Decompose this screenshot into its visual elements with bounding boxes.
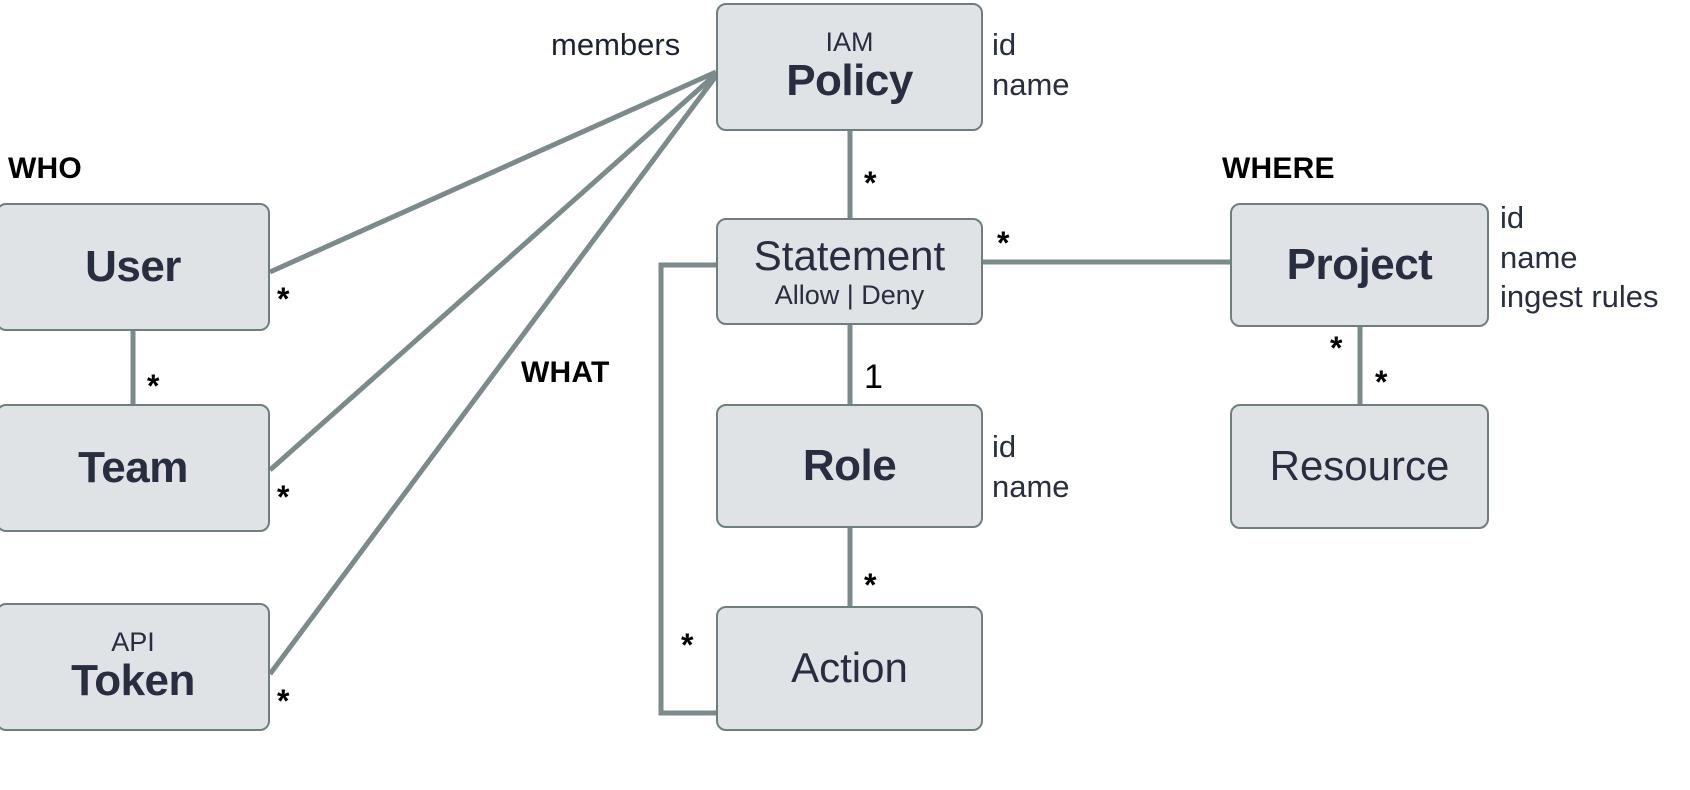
attrs-project-1: name [1500, 239, 1578, 275]
node-statement-title: Statement [753, 231, 946, 279]
attrs-policy: id name [992, 25, 1070, 104]
node-iam-policy[interactable]: IAM Policy [716, 3, 983, 131]
node-api-token-subtitle: API [111, 627, 155, 658]
node-team[interactable]: Team [0, 404, 270, 532]
edge-label-members: members [551, 27, 681, 62]
group-label-what: WHAT [521, 356, 610, 389]
edge-team-policy [268, 72, 718, 472]
mult-statement-project: * [997, 225, 1010, 261]
mult-project-resource-a: * [1330, 330, 1343, 366]
node-api-token[interactable]: API Token [0, 603, 270, 731]
node-role[interactable]: Role [716, 404, 983, 528]
attrs-policy-1: name [992, 66, 1070, 102]
node-team-title: Team [78, 442, 188, 492]
attrs-role: id name [992, 427, 1070, 506]
mult-team-policy: * [277, 479, 290, 515]
node-project[interactable]: Project [1230, 203, 1489, 327]
node-project-title: Project [1286, 239, 1433, 289]
mult-policy-statement: * [864, 165, 877, 201]
node-action[interactable]: Action [716, 606, 983, 731]
attrs-policy-0: id [992, 27, 1017, 62]
node-iam-policy-title: Policy [786, 56, 913, 106]
mult-statement-role: 1 [864, 358, 883, 396]
edge-token-policy [267, 74, 719, 676]
mult-role-action: * [864, 567, 877, 603]
node-user[interactable]: User [0, 203, 270, 331]
mult-user-team: * [147, 368, 160, 404]
attrs-role-1: name [992, 468, 1070, 504]
node-statement[interactable]: Statement Allow | Deny [716, 218, 983, 325]
node-resource-title: Resource [1269, 442, 1450, 490]
group-label-where: WHERE [1222, 152, 1335, 185]
attrs-project-0: id [1500, 200, 1525, 235]
attrs-project-2: ingest rules [1500, 279, 1659, 315]
group-label-who: WHO [8, 152, 82, 185]
mult-token-policy: * [277, 683, 290, 719]
node-role-title: Role [802, 440, 897, 490]
node-iam-policy-subtitle: IAM [825, 27, 874, 58]
node-action-title: Action [791, 644, 908, 692]
mult-user-policy: * [277, 281, 290, 317]
edge-user-policy [268, 69, 718, 275]
attrs-project: id name ingest rules [1500, 198, 1659, 317]
node-user-title: User [85, 241, 181, 291]
node-resource[interactable]: Resource [1230, 404, 1489, 529]
node-api-token-title: Token [71, 656, 195, 706]
attrs-role-0: id [992, 429, 1017, 464]
node-statement-effect: Allow | Deny [774, 280, 925, 311]
mult-statement-action: * [681, 627, 694, 663]
mult-project-resource-b: * [1375, 364, 1388, 400]
